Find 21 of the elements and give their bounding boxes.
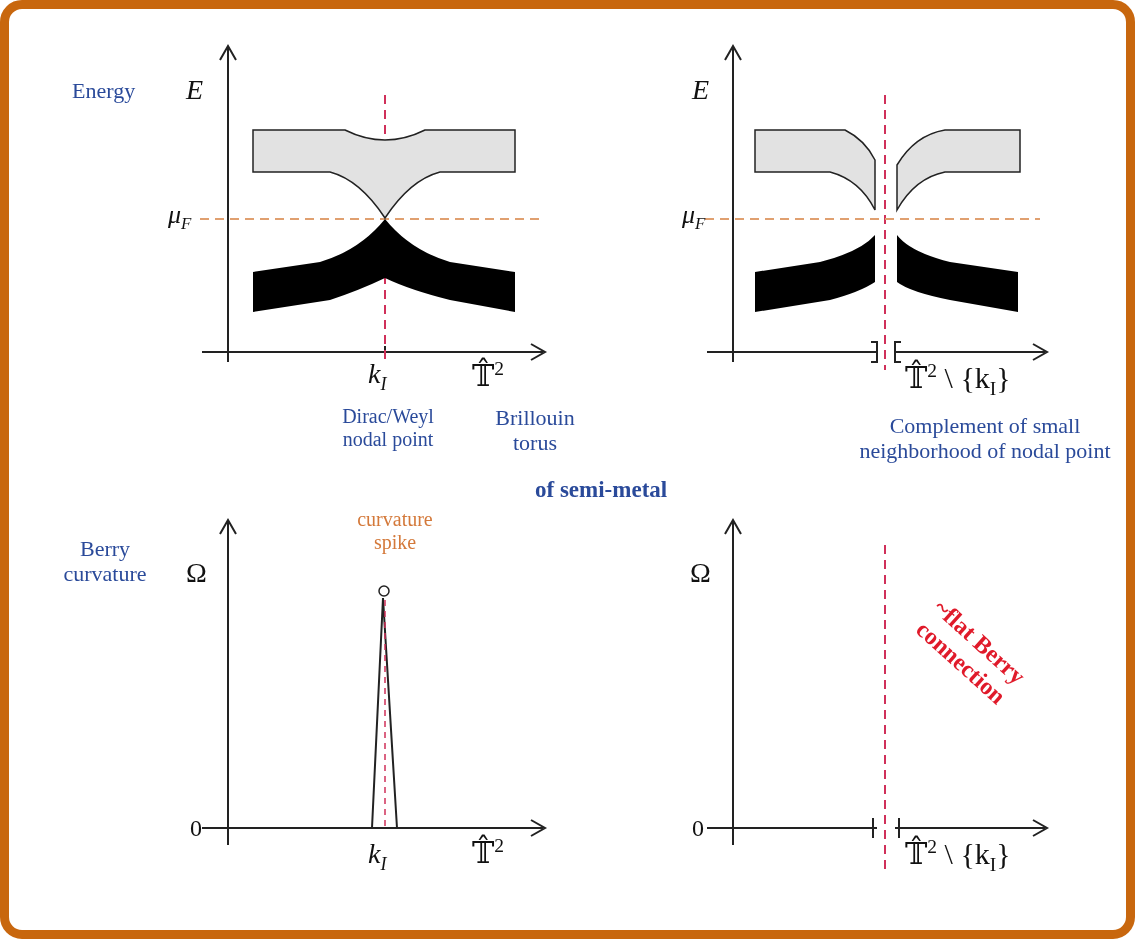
axis-symbol: Ω [186, 557, 207, 590]
axis-symbol: Ω [690, 557, 711, 590]
caption: of semi-metal [535, 477, 668, 504]
point-symbol: k$_{I}$ [368, 358, 387, 395]
point-caption: Dirac/Weyl nodal point [341, 405, 435, 451]
tick-label: 0 [190, 815, 202, 843]
space-symbol: 𝕋̂$^{2}$ \ {k$_{I}$} [905, 836, 1011, 877]
space-symbol: 𝕋̂$^{2}$ \ {k$_{I}$} [905, 360, 1011, 401]
point-symbol: k$_{I}$ [368, 838, 387, 875]
axis-caption: Energy [72, 78, 136, 104]
space-symbol: 𝕋̂$^{2}$ [472, 835, 505, 871]
level-symbol: μ$_{F}$ [682, 200, 706, 234]
space-symbol: 𝕋̂$^{2}$ [472, 358, 505, 394]
tick-label: 0 [692, 815, 704, 843]
spike-caption: curvature spike [356, 508, 434, 554]
space-caption: Complement of small neighborhood of nodal point [858, 413, 1112, 464]
axis-caption: Berry curvature [62, 536, 148, 587]
space-caption: Brillouin torus [494, 405, 576, 456]
level-symbol: μ$_{F}$ [168, 200, 192, 234]
axis-symbol: E [692, 74, 710, 107]
axis-symbol: E [186, 74, 204, 107]
